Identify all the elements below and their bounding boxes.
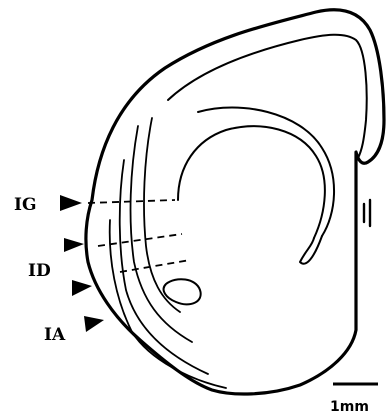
arrow-ig: [60, 195, 82, 211]
small-structure: [364, 200, 370, 226]
dashed-line-lower: [120, 260, 190, 272]
layer-line-3: [131, 126, 192, 342]
arrow-id-upper: [64, 238, 84, 252]
label-ig: IG: [14, 195, 36, 215]
arrow-ia: [84, 316, 104, 332]
scale-bar-label: 1mm: [330, 399, 369, 415]
right-stripe: [300, 236, 322, 264]
arrow-id-lower: [72, 280, 92, 296]
label-ia: IA: [44, 325, 66, 345]
inner-contour: [168, 35, 367, 158]
label-id: ID: [28, 261, 51, 281]
central-boundary-inner: [178, 126, 325, 238]
layer-line-2: [120, 160, 208, 374]
layer-line-4: [144, 118, 180, 312]
lower-lobe: [164, 279, 201, 304]
